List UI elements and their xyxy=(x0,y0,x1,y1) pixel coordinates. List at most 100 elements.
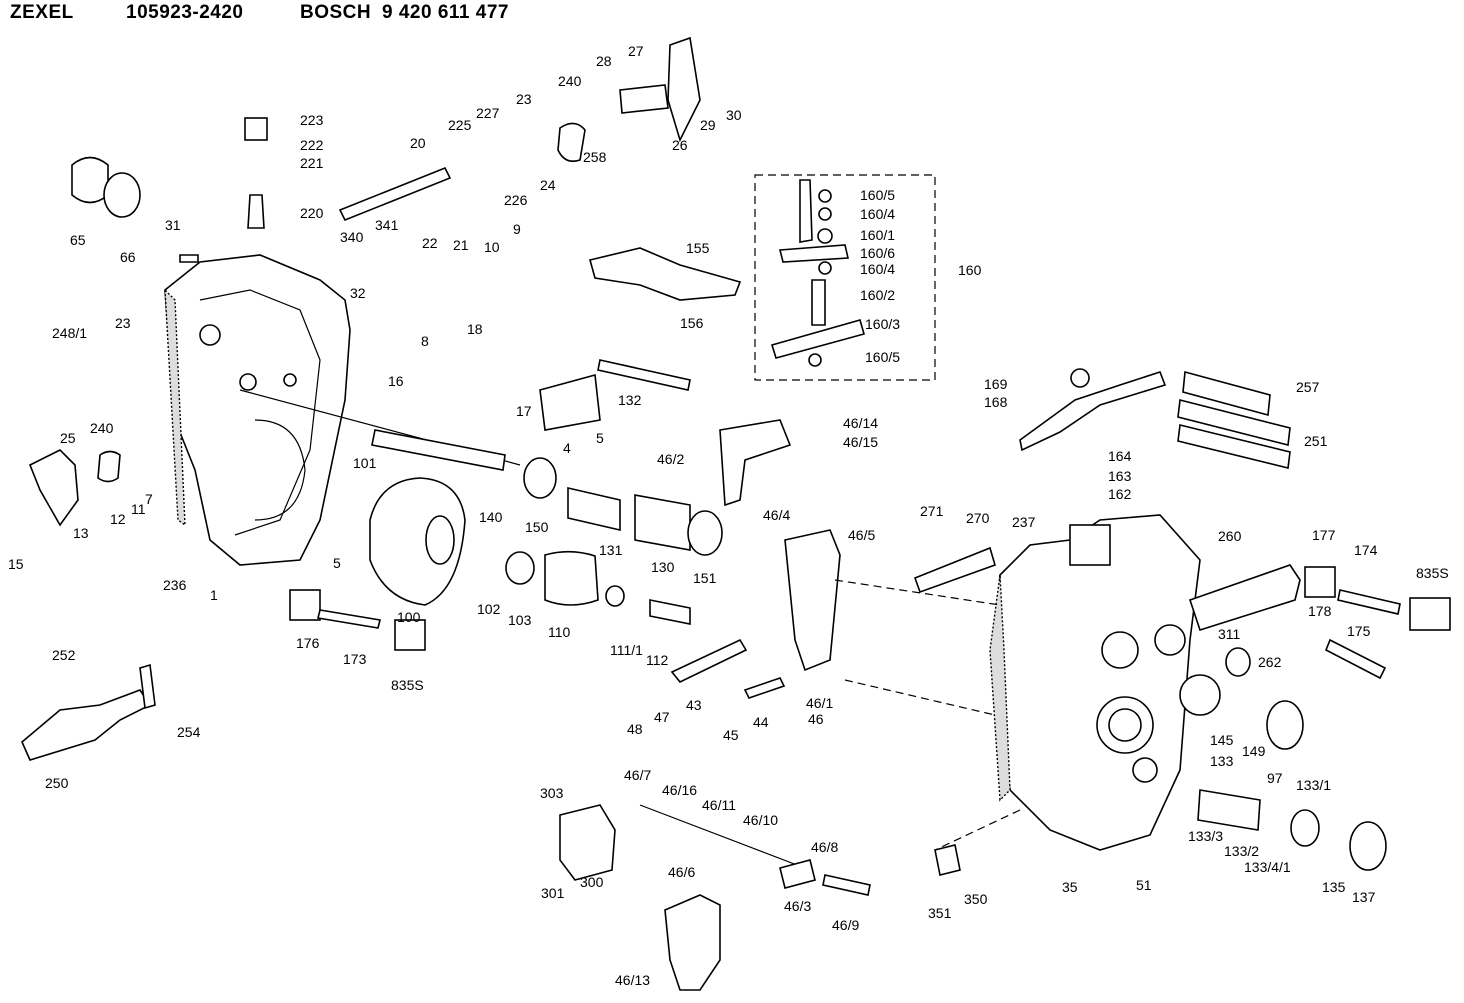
part-label: 5 xyxy=(596,430,604,446)
part-label: 29 xyxy=(700,117,716,133)
drive-shaft-assembly xyxy=(239,389,723,556)
part-label: 160/5 xyxy=(865,349,900,365)
part-label: 44 xyxy=(753,714,769,730)
part-label: 303 xyxy=(540,785,564,801)
leader-dash-lines xyxy=(834,579,1021,851)
part-label: 9 xyxy=(513,221,521,237)
part-label: 133/3 xyxy=(1188,828,1223,844)
governor-lever-assembly xyxy=(670,419,841,699)
part-label: 160/4 xyxy=(860,206,895,222)
part-label: 350 xyxy=(964,891,988,907)
part-label: 168 xyxy=(984,394,1008,410)
part-label: 43 xyxy=(686,697,702,713)
part-label: 351 xyxy=(928,905,952,921)
part-label: 835S xyxy=(1416,565,1449,581)
part-label: 162 xyxy=(1108,486,1132,502)
right-pump-housing xyxy=(989,514,1221,851)
part-label: 23 xyxy=(516,91,532,107)
flywheel-coupling xyxy=(369,477,466,606)
part-label: 173 xyxy=(343,651,367,667)
part-label: 15 xyxy=(8,556,24,572)
part-label: 223 xyxy=(300,112,324,128)
part-label: 160/6 xyxy=(860,245,895,261)
part-label: 23 xyxy=(115,315,131,331)
part-label: 46/1 xyxy=(806,695,833,711)
part-label: 18 xyxy=(467,321,483,337)
part-label: 257 xyxy=(1296,379,1320,395)
lever-46-13 xyxy=(664,894,721,991)
part-label: 46 xyxy=(808,711,824,727)
bracket-270 xyxy=(913,546,996,594)
part-label: 110 xyxy=(548,624,571,640)
part-label: 35 xyxy=(1062,879,1078,895)
part-label: 26 xyxy=(672,137,688,153)
bosch-part-number: 9 420 611 477 xyxy=(382,2,509,23)
part-label: 7 xyxy=(145,491,153,507)
part-label: 46/8 xyxy=(811,839,838,855)
lever-13 xyxy=(28,449,121,527)
part-label: 100 xyxy=(397,609,421,625)
part-label: 20 xyxy=(410,135,426,151)
part-label: 12 xyxy=(110,511,126,527)
fittings-misc xyxy=(71,36,1451,876)
part-label: 47 xyxy=(654,709,670,725)
part-label: 17 xyxy=(516,403,532,419)
part-label: 240 xyxy=(90,420,114,436)
part-label: 133/4/1 xyxy=(1244,859,1291,875)
part-label: 10 xyxy=(484,239,500,255)
part-label: 103 xyxy=(508,612,532,628)
part-label: 97 xyxy=(1267,770,1283,786)
part-label: 300 xyxy=(580,874,604,890)
part-label: 340 xyxy=(340,229,364,245)
part-label: 252 xyxy=(52,647,76,663)
part-label: 149 xyxy=(1242,743,1266,759)
part-label: 28 xyxy=(596,53,612,69)
part-label: 46/4 xyxy=(763,507,790,523)
part-label: 227 xyxy=(476,105,500,121)
part-label: 46/16 xyxy=(662,782,697,798)
part-label: 27 xyxy=(628,43,644,59)
plate-260 xyxy=(1188,564,1301,631)
part-label: 140 xyxy=(479,509,503,525)
roller-assembly xyxy=(505,550,691,625)
part-label: 46/9 xyxy=(832,917,859,933)
zexel-part-number: 105923-2420 xyxy=(126,2,244,23)
part-label: 258 xyxy=(583,149,607,165)
part-label: 46/13 xyxy=(615,972,650,988)
part-label: 160/3 xyxy=(865,316,900,332)
part-label: 111/1 xyxy=(610,642,643,658)
part-label: 46/6 xyxy=(668,864,695,880)
part-label: 48 xyxy=(627,721,643,737)
part-label: 46/7 xyxy=(624,767,651,783)
part-label: 160/4 xyxy=(860,261,895,277)
part-label: 24 xyxy=(540,177,556,193)
part-label: 46/15 xyxy=(843,434,878,450)
part-label: 222 xyxy=(300,137,324,153)
part-label: 225 xyxy=(448,117,472,133)
part-label: 175 xyxy=(1347,623,1371,639)
part-label: 254 xyxy=(177,724,201,740)
rod-46-7 xyxy=(639,804,871,896)
part-label: 160/5 xyxy=(860,187,895,203)
part-label: 4 xyxy=(563,440,571,456)
diagram-header: ZEXEL 105923-2420 BOSCH 9 420 611 477 xyxy=(0,0,1464,30)
brand-zexel: ZEXEL xyxy=(10,2,74,23)
part-label: 221 xyxy=(300,155,324,171)
part-label: 31 xyxy=(165,217,181,233)
part-label: 13 xyxy=(73,525,89,541)
part-label: 250 xyxy=(45,775,69,791)
part-label: 236 xyxy=(163,577,187,593)
part-label: 133 xyxy=(1210,753,1234,769)
part-label: 341 xyxy=(375,217,399,233)
part-label: 133/1 xyxy=(1296,777,1331,793)
part-label: 51 xyxy=(1136,877,1152,893)
part-label: 45 xyxy=(723,727,739,743)
part-label: 46/10 xyxy=(743,812,778,828)
part-label: 137 xyxy=(1352,889,1376,905)
part-label: 102 xyxy=(477,601,501,617)
part-label: 101 xyxy=(353,455,377,471)
part-label: 156 xyxy=(680,315,704,331)
part-label: 164 xyxy=(1108,448,1132,464)
part-label: 240 xyxy=(558,73,582,89)
part-label: 145 xyxy=(1210,732,1234,748)
